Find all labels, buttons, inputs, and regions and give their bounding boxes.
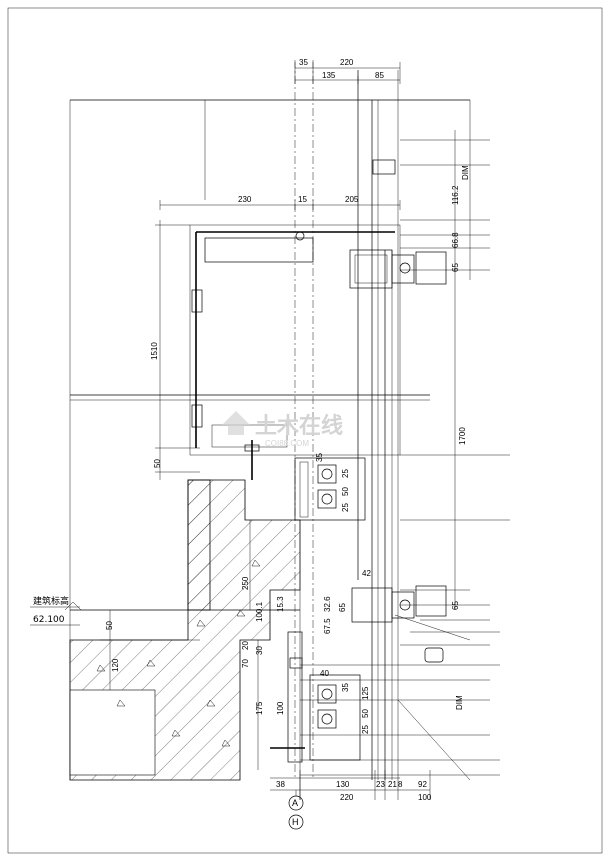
dim-low-35: 35 xyxy=(341,683,350,692)
dim-bottom-100: 100 xyxy=(418,793,432,802)
dim-mid-25: 25 xyxy=(341,469,350,478)
dim-top-15: 15 xyxy=(298,195,307,204)
dim-bottom-38: 38 xyxy=(276,780,285,789)
dim-mid-100: 100 xyxy=(276,701,285,715)
dim-mid-20: 20 xyxy=(241,641,250,650)
dim-bottom-130: 130 xyxy=(336,780,350,789)
dim-mid-25b: 25 xyxy=(341,503,350,512)
dim-mid-15-3: 15.3 xyxy=(276,596,285,612)
dim-right-116-2: 116.2 xyxy=(451,185,460,205)
dim-mid-65: 65 xyxy=(338,603,347,612)
dim-right-dim: DIM xyxy=(461,165,470,180)
dim-top-220: 220 xyxy=(340,58,354,67)
left-dimensions xyxy=(100,220,259,770)
dim-low-25: 25 xyxy=(361,725,370,734)
dim-top-205: 205 xyxy=(345,195,359,204)
dim-mid-67-5: 67.5 xyxy=(323,618,332,634)
watermark-text: 土木在线 xyxy=(255,413,343,439)
upper-transom xyxy=(349,159,447,289)
dim-bottom-21: 21 xyxy=(388,780,397,789)
dim-left-120: 120 xyxy=(111,658,120,672)
dim-mid-35: 35 xyxy=(315,453,324,462)
axis-bubbles xyxy=(288,790,304,830)
watermark-sub: COI88.COM xyxy=(265,439,309,448)
dim-right-65b: 65 xyxy=(451,601,460,610)
dim-mid-40: 40 xyxy=(320,669,329,678)
dim-top-85: 85 xyxy=(375,71,384,80)
dim-top-35: 35 xyxy=(299,58,308,67)
dim-mid-70: 70 xyxy=(241,659,250,668)
level-marker xyxy=(30,601,82,626)
dim-mid-30: 30 xyxy=(255,646,264,655)
dim-right-65: 65 xyxy=(451,263,460,272)
drawing-frame xyxy=(7,7,603,854)
level-value: 62.100 xyxy=(33,615,65,625)
dim-left-50b: 50 xyxy=(105,621,114,630)
dim-top-230: 230 xyxy=(238,195,252,204)
curtain-wall-lines xyxy=(294,60,399,800)
dim-bottom-23: 23 xyxy=(376,780,385,789)
dim-right-dim-b: DIM xyxy=(455,695,464,710)
watermark-logo xyxy=(222,411,250,435)
dim-low-125: 125 xyxy=(361,686,370,700)
dim-left-1510: 1510 xyxy=(150,342,159,360)
concrete-slab xyxy=(69,479,301,781)
dim-right-66-8: 66.8 xyxy=(451,232,460,248)
upper-bracket xyxy=(189,224,401,480)
axis-a-label: A xyxy=(292,798,298,808)
right-dimensions xyxy=(300,100,510,781)
top-dimensions xyxy=(159,62,401,210)
dim-low-50: 50 xyxy=(361,709,370,718)
building-lines xyxy=(69,99,470,800)
axis-h-label: H xyxy=(292,817,299,827)
lower-transom xyxy=(351,585,447,663)
dim-mid-32-6: 32.6 xyxy=(323,596,332,612)
dim-mid-100-1: 100.1 xyxy=(255,601,264,622)
dim-bottom-220: 220 xyxy=(340,793,354,802)
dim-top-135: 135 xyxy=(322,71,336,80)
dim-bottom-8: 8 xyxy=(398,780,403,789)
dim-right-1700: 1700 xyxy=(458,427,467,445)
lower-anchor xyxy=(270,631,361,763)
dim-left-50: 50 xyxy=(153,459,162,468)
dim-mid-175: 175 xyxy=(255,701,264,715)
dim-left-250: 250 xyxy=(241,576,250,590)
dim-mid-42: 42 xyxy=(362,569,371,578)
middle-anchor xyxy=(294,457,366,521)
level-label: 建筑标高 xyxy=(33,595,69,607)
dim-bottom-92: 92 xyxy=(418,780,427,789)
dim-mid-50: 50 xyxy=(341,487,350,496)
bottom-dimensions xyxy=(270,770,431,800)
